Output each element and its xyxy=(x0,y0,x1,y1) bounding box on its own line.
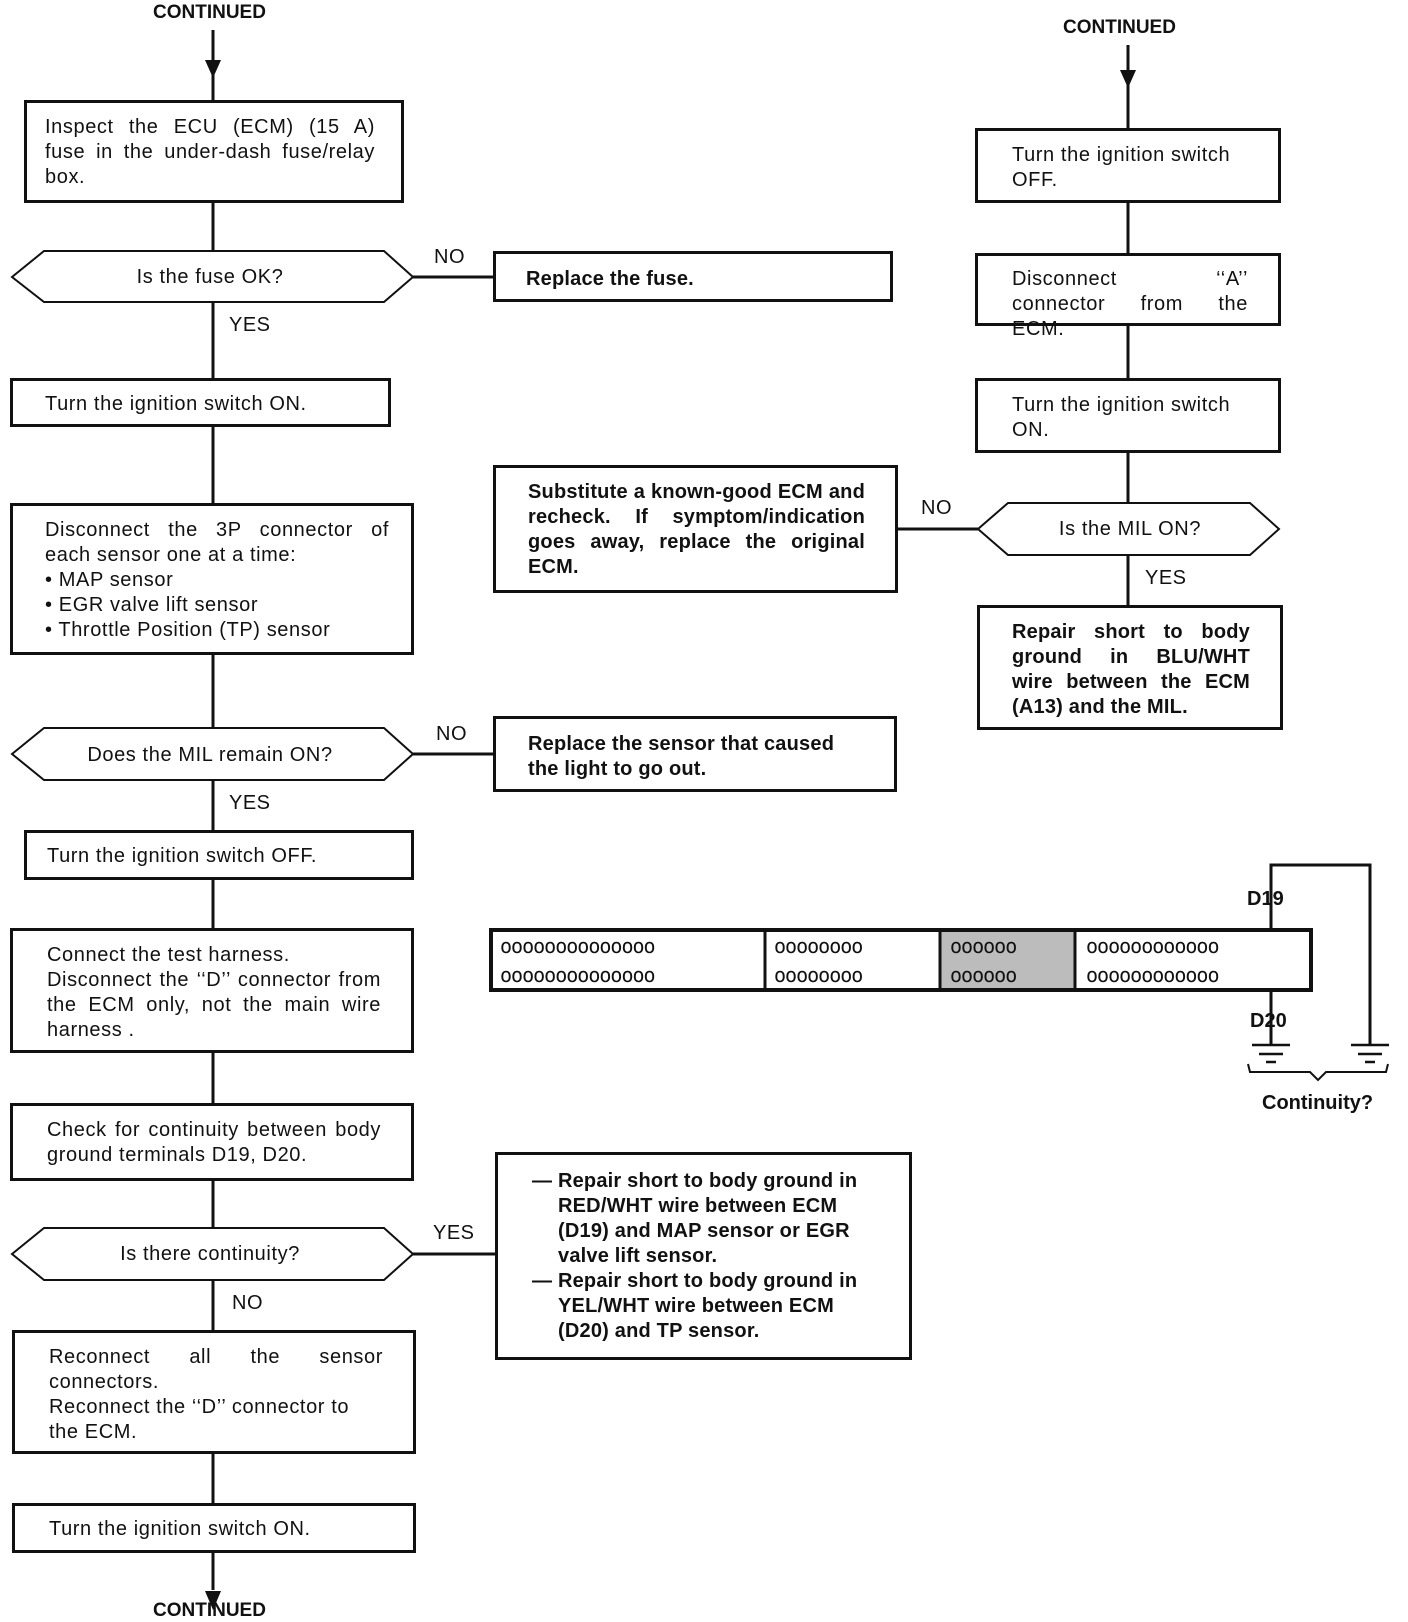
connect-harness-text: Connect the test harness. xyxy=(47,944,290,966)
continued-bottom: CONTINUED xyxy=(153,1600,266,1621)
replace-fuse-step: Replace the fuse. xyxy=(493,251,893,302)
terminal-d20-label: D20 xyxy=(1250,1010,1287,1032)
connector-pins-seg3-row1: oooooo xyxy=(950,934,1017,958)
reconnect-sensors-text: Reconnect all the sensor connectors. xyxy=(49,1346,383,1393)
ignition-on-step-1: Turn the ignition switch ON. xyxy=(10,378,391,427)
inspect-fuse-step: Inspect the ECU (ECM) (15 A) fuse in the… xyxy=(24,100,404,203)
repair-red-wht: — Repair short to body ground in RED/WHT… xyxy=(532,1170,858,1267)
connector-pins-seg1-row2: oooooooooooooo xyxy=(500,963,656,987)
ignition-off-step: Turn the ignition switch OFF. xyxy=(24,830,414,880)
fuse-ok-no-label: NO xyxy=(434,246,465,268)
disconnect-d-text: Disconnect the ‘‘D’’ connector from the … xyxy=(47,969,381,1041)
disconnect-a-step: Disconnect ‘‘A’’ connector from the ECM. xyxy=(975,253,1281,340)
continuity-question-label: Continuity? xyxy=(1262,1092,1374,1114)
mil-on-decision: Is the MIL ON? xyxy=(1058,518,1202,540)
connector-pins-seg4-row1: oooooooooooo xyxy=(1086,934,1219,958)
repair-blu-wht-step: Repair short to body ground in BLU/WHT w… xyxy=(977,605,1283,730)
continuity-no-label: NO xyxy=(232,1292,263,1314)
mil-on-yes-label: YES xyxy=(1145,567,1187,589)
replace-sensor-step: Replace the sensor that caused the light… xyxy=(493,716,897,792)
mil-on-no-label: NO xyxy=(921,497,952,519)
right-ignition-off-step: Turn the ignition switch OFF. xyxy=(975,128,1281,203)
connect-harness-step: Connect the test harness. Disconnect the… xyxy=(10,928,414,1053)
right-ignition-on-step: Turn the ignition switch ON. xyxy=(975,378,1281,453)
connector-pins-seg2-row2: oooooooo xyxy=(774,963,863,987)
terminal-d19-label: D19 xyxy=(1247,888,1284,910)
continued-top-left: CONTINUED xyxy=(153,2,266,23)
mil-remain-yes-label: YES xyxy=(229,792,271,814)
reconnect-step: Reconnect all the sensor connectors. Rec… xyxy=(12,1330,416,1454)
mil-remain-decision: Does the MIL remain ON? xyxy=(87,744,333,766)
disconnect-3p-text: Disconnect the 3P connector of each sens… xyxy=(45,519,389,566)
continuity-decision: Is there continuity? xyxy=(120,1243,300,1265)
bullet-egr-sensor: • EGR valve lift sensor xyxy=(45,594,259,616)
connector-pins-seg1-row1: oooooooooooooo xyxy=(500,934,656,958)
reconnect-d-text: Reconnect the ‘‘D’’ connector to the ECM… xyxy=(49,1396,350,1443)
mil-remain-no-label: NO xyxy=(436,723,467,745)
bullet-tp-sensor: • Throttle Position (TP) sensor xyxy=(45,619,331,641)
repair-short-step: — Repair short to body ground in RED/WHT… xyxy=(495,1152,912,1360)
connector-pins-seg3-row2: oooooo xyxy=(950,963,1017,987)
disconnect-3p-step: Disconnect the 3P connector of each sens… xyxy=(10,503,414,655)
bullet-map-sensor: • MAP sensor xyxy=(45,569,174,591)
check-continuity-step: Check for continuity between body ground… xyxy=(10,1103,414,1181)
ignition-on-step-2: Turn the ignition switch ON. xyxy=(12,1503,416,1553)
fuse-ok-yes-label: YES xyxy=(229,314,271,336)
continuity-yes-label: YES xyxy=(433,1222,475,1244)
continued-top-right: CONTINUED xyxy=(1063,17,1176,38)
connector-pins-seg4-row2: oooooooooooo xyxy=(1086,963,1219,987)
substitute-ecm-step: Substitute a known-good ECM and recheck.… xyxy=(493,465,898,593)
connector-pins-seg2-row1: oooooooo xyxy=(774,934,863,958)
fuse-ok-decision: Is the fuse OK? xyxy=(136,266,284,288)
repair-yel-wht: — Repair short to body ground in YEL/WHT… xyxy=(532,1270,858,1342)
